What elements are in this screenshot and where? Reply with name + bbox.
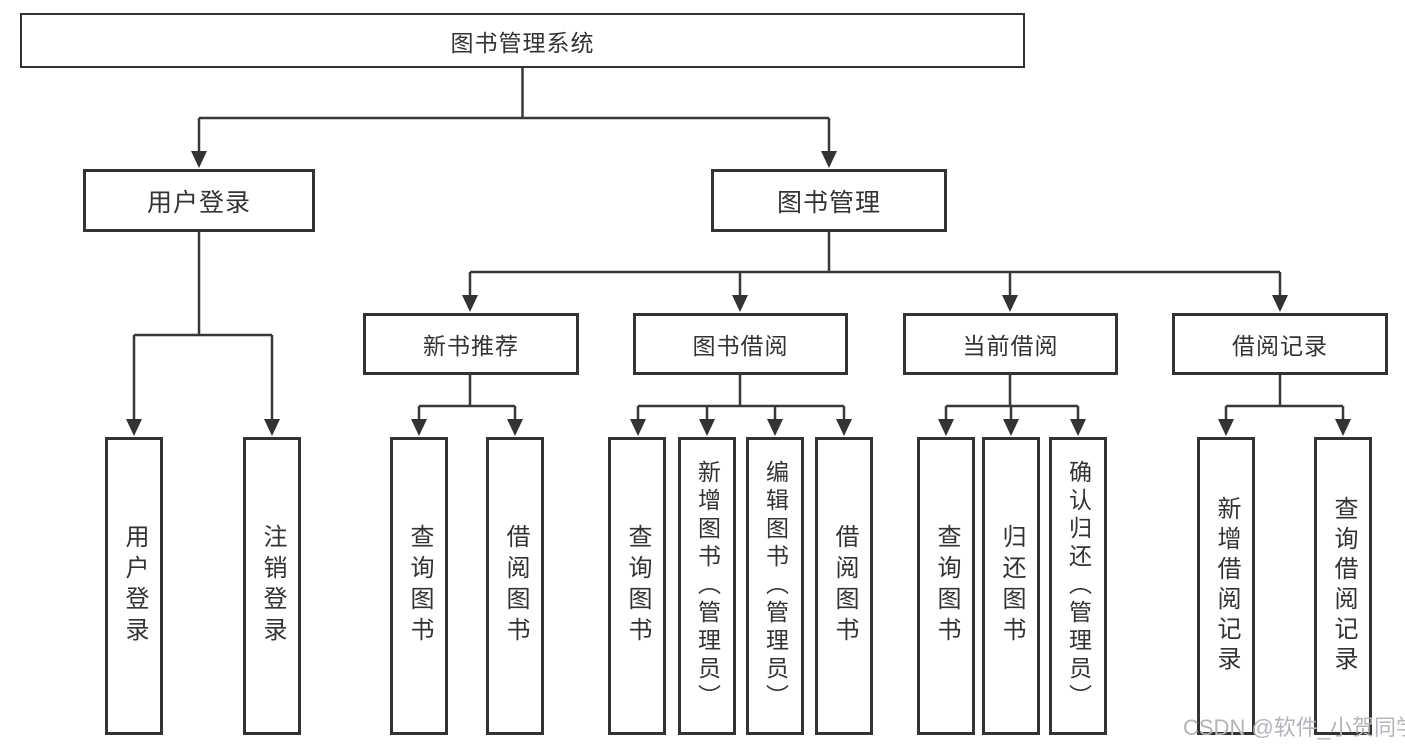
node-new-book-recommend: 新书推荐	[363, 313, 579, 375]
leaf-add-borrow-record: 新增借阅记录	[1197, 437, 1255, 735]
arrow-down-icon	[732, 295, 748, 312]
arrow-down-icon	[191, 151, 207, 168]
node-current-borrow: 当前借阅	[903, 313, 1118, 375]
node-borrow-records: 借阅记录	[1172, 313, 1388, 375]
leaf-user-login: 用户登录	[105, 437, 163, 735]
arrow-down-icon	[1002, 295, 1018, 312]
leaf-query-book-1: 查询图书	[390, 437, 448, 735]
leaf-logout: 注销登录	[243, 437, 301, 735]
leaf-add-book-admin: 新增图书（管理员）	[678, 437, 736, 735]
arrow-down-icon	[1272, 295, 1288, 312]
leaf-borrow-book-2: 借阅图书	[815, 437, 873, 735]
node-user-login: 用户登录	[83, 169, 315, 232]
node-book-borrow: 图书借阅	[633, 313, 848, 375]
connector-line-path	[132, 68, 1345, 421]
arrow-down-icon	[767, 419, 783, 436]
node-library-system: 图书管理系统	[20, 13, 1025, 68]
csdn-watermark: CSDN @软件_小贺同学	[1183, 715, 1405, 740]
arrow-down-icon	[264, 419, 280, 436]
arrow-down-icon	[699, 419, 715, 436]
arrow-down-icon	[938, 419, 954, 436]
arrow-down-icon	[1218, 419, 1234, 436]
leaf-return-book: 归还图书	[982, 437, 1040, 735]
arrow-down-icon	[836, 419, 852, 436]
connector-arrowheads	[126, 151, 1351, 436]
node-book-management: 图书管理	[711, 169, 947, 232]
leaf-query-book-3: 查询图书	[917, 437, 975, 735]
arrow-down-icon	[126, 419, 142, 436]
arrow-down-icon	[411, 419, 427, 436]
leaf-query-borrow-record: 查询借阅记录	[1314, 437, 1372, 735]
arrow-down-icon	[507, 419, 523, 436]
leaf-query-book-2: 查询图书	[608, 437, 666, 735]
arrow-down-icon	[630, 419, 646, 436]
arrow-down-icon	[1070, 419, 1086, 436]
arrow-down-icon	[821, 151, 837, 168]
arrow-down-icon	[462, 295, 478, 312]
arrow-down-icon	[1335, 419, 1351, 436]
leaf-borrow-book-1: 借阅图书	[486, 437, 544, 735]
leaf-edit-book-admin: 编辑图书（管理员）	[746, 437, 804, 735]
leaf-confirm-return-admin: 确认归还（管理员）	[1049, 437, 1107, 735]
arrow-down-icon	[1003, 419, 1019, 436]
